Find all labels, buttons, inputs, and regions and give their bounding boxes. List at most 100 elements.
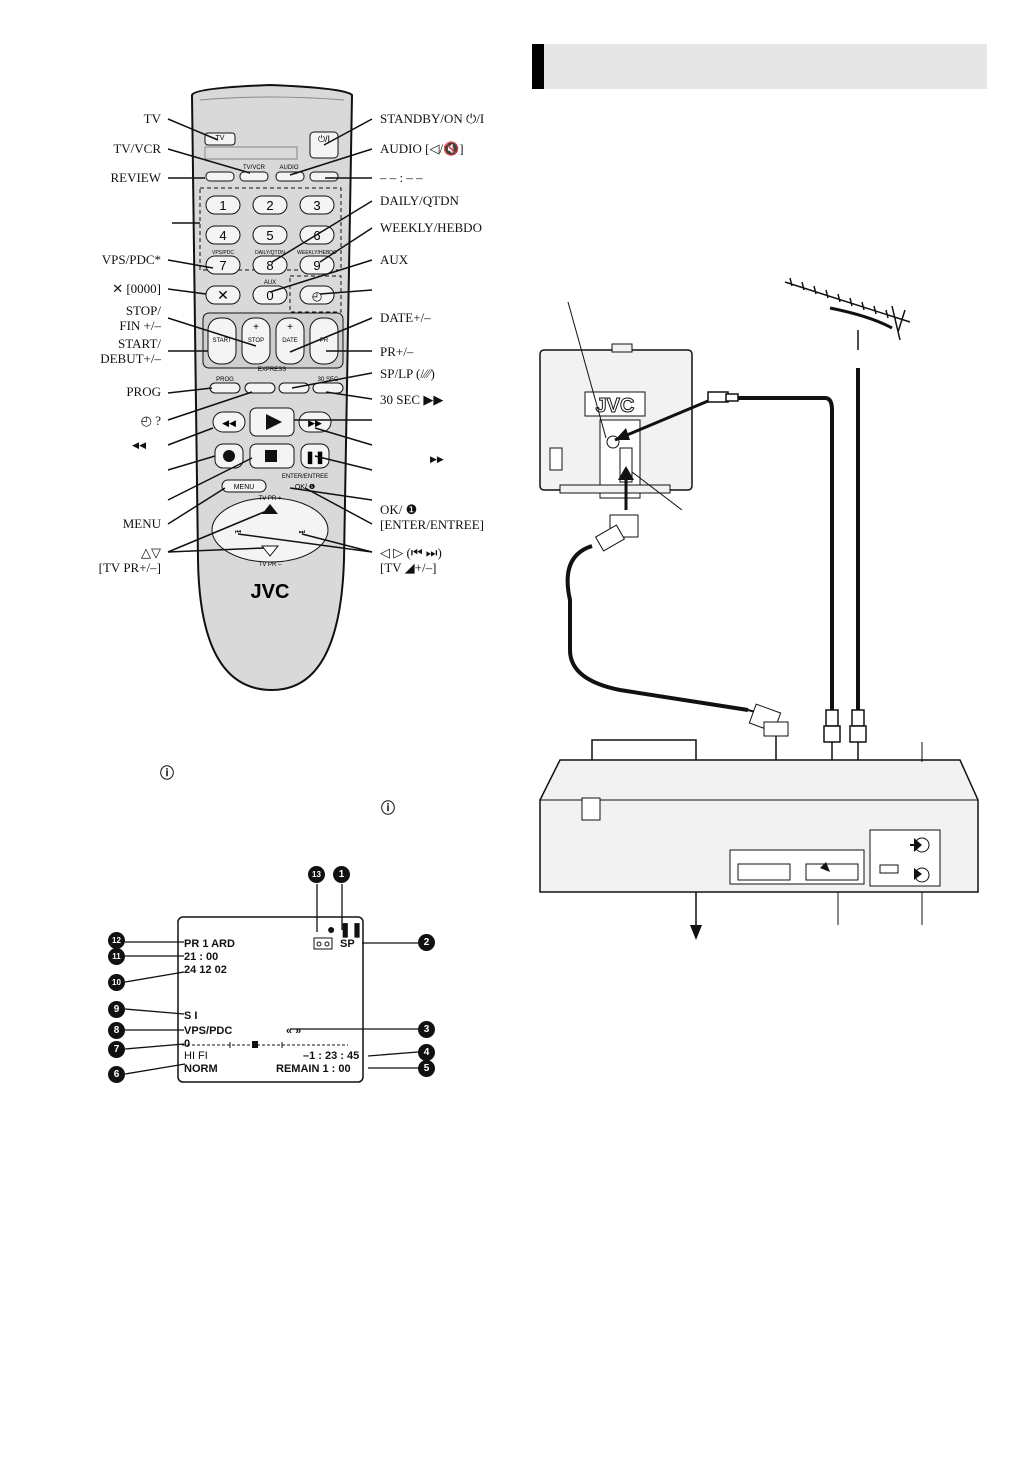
osd-callout-lines — [124, 884, 419, 1075]
label-ok-2: [ENTER/ENTREE] — [380, 517, 484, 532]
svg-text:1: 1 — [219, 198, 226, 213]
review-button — [205, 171, 235, 182]
up-button — [262, 504, 278, 514]
svg-text:WEEKLY/HEBDO: WEEKLY/HEBDO — [297, 250, 337, 256]
svg-text:5: 5 — [266, 228, 273, 243]
svg-text:6: 6 — [313, 228, 320, 243]
label-menu: MENU — [122, 516, 161, 531]
osd-rec-pause: ● ❚❚ — [327, 921, 363, 937]
callout-7: 7 — [108, 1041, 125, 1058]
label-date: DATE+/– — [380, 310, 431, 325]
osd-time: 21 : 00 — [184, 951, 219, 963]
label-cancel: ✕ [0000] — [112, 281, 161, 296]
label-stop-1: STOP/ — [125, 303, 161, 318]
svg-text:+: + — [287, 322, 293, 333]
osd-sp: SP — [340, 938, 355, 950]
svg-text:VPS/PDC: VPS/PDC — [212, 250, 234, 256]
dpad — [211, 497, 329, 563]
svg-text:MENU: MENU — [234, 484, 255, 491]
svg-text:EXPRESS: EXPRESS — [258, 367, 286, 373]
callout-10: 10 — [108, 974, 125, 991]
tv-button — [204, 132, 236, 146]
section-header — [532, 44, 987, 89]
osd-remain: REMAIN 1 : 00 — [276, 1063, 351, 1075]
info-icon: ⓘ — [160, 767, 174, 782]
callout-11: 11 — [108, 948, 125, 965]
tv-brand-logo: JVC — [596, 395, 635, 417]
label-rewind: ◀◀ — [132, 440, 146, 450]
osd-counter: –1 : 23 : 45 — [303, 1050, 360, 1062]
svg-text:◴: ◴ — [312, 289, 322, 303]
down-button — [260, 545, 280, 557]
callout-13: 13 — [308, 866, 325, 883]
antenna-icon — [784, 277, 911, 341]
aux-0-button — [252, 285, 288, 305]
label-review: REVIEW — [110, 170, 161, 185]
callout-4: 4 — [418, 1044, 435, 1061]
osd-search-arrows: « » — [286, 1025, 302, 1037]
osd-vpspdc: VPS/PDC — [184, 1025, 233, 1037]
svg-text:DATE: DATE — [282, 338, 298, 344]
svg-text:▶▶: ▶▶ — [308, 418, 322, 428]
label-leftright-1: ◁ ▷ (⏮ ⏭) — [380, 545, 442, 560]
label-aux: AUX — [380, 252, 409, 267]
label-audio: AUDIO [◁/🔇] — [380, 141, 464, 156]
svg-text:❚❚: ❚❚ — [305, 450, 325, 465]
audio-button — [275, 171, 305, 182]
remote-brand-logo: JVC — [251, 581, 290, 603]
timer-query-button — [244, 382, 276, 394]
label-prog: PROG — [126, 384, 161, 399]
label-daily: DAILY/QTDN — [380, 193, 459, 208]
label-splp: SP/LP (/⁄⁄⁄) — [380, 366, 435, 381]
date-button — [275, 317, 305, 365]
svg-text:AUDIO: AUDIO — [279, 165, 298, 171]
clock-button — [309, 171, 339, 182]
svg-text:2: 2 — [266, 198, 273, 213]
callout-12: 12 — [108, 932, 125, 949]
label-stop-2: FIN +/– — [119, 318, 161, 333]
callout-3: 3 — [418, 1021, 435, 1038]
osd-hifi: HI FI — [184, 1050, 208, 1062]
svg-text:4: 4 — [219, 228, 226, 243]
cassette-icon — [313, 937, 333, 950]
cancel-button — [205, 285, 241, 305]
start-button — [207, 317, 237, 365]
svg-text:✕: ✕ — [217, 287, 229, 303]
label-weekly: WEEKLY/HEBDO — [380, 220, 482, 235]
svg-text:TV PR –: TV PR – — [259, 562, 282, 568]
callout-9: 9 — [108, 1001, 125, 1018]
label-pr: PR+/– — [380, 344, 414, 359]
svg-text:TV/VCR: TV/VCR — [243, 165, 266, 171]
svg-text:0: 0 — [266, 288, 273, 303]
label-start-2: DEBUT+/– — [100, 351, 161, 366]
svg-text:TV PR +: TV PR + — [259, 496, 282, 502]
number-keypad: 1 2 3 4 5 6 7 8 9 VPS/PDC DAILY/QTDN WEE… — [205, 195, 337, 275]
section-header-marker — [532, 44, 544, 89]
sec30-button — [312, 382, 344, 394]
svg-text:STOP: STOP — [248, 338, 264, 344]
svg-text:PROG: PROG — [216, 377, 234, 383]
svg-text:◀◀: ◀◀ — [222, 418, 236, 428]
timer-clock-button — [299, 285, 335, 305]
tv-rear-icon: JVC — [539, 343, 693, 499]
label-ok-1: OK/ ❶ — [380, 502, 418, 517]
label-standby: STANDBY/ON ⏻/I — [380, 111, 485, 126]
info-icon: ⓘ — [381, 802, 395, 817]
btn-tv-text: TV — [216, 135, 225, 142]
osd-norm: NORM — [184, 1063, 218, 1075]
svg-text:ENTER/ENTREE: ENTER/ENTREE — [282, 474, 328, 480]
callout-2: 2 — [418, 934, 435, 951]
osd-program: PR 1 ARD — [184, 938, 235, 950]
osd-date: 24 12 02 — [184, 964, 227, 976]
connection-diagram: JVC — [539, 277, 979, 940]
remote-control-diagram: ⏻/I TV TV/VCR AUDIO 1 2 3 4 5 6 7 8 9 VP… — [167, 83, 373, 692]
label-leftright-2: [TV ◢+/–] — [380, 560, 437, 575]
rewind-button — [212, 411, 246, 433]
osd-screen-frame — [177, 916, 364, 1083]
svg-text:30 SEC: 30 SEC — [318, 377, 339, 383]
osd-tape-position: 0 — [184, 1038, 191, 1050]
label-timer: ◴ ? — [140, 413, 161, 428]
svg-text:PR: PR — [320, 338, 329, 344]
svg-text:⏮: ⏮ — [235, 529, 241, 536]
label-vpspdc: VPS/PDC* — [101, 252, 161, 267]
